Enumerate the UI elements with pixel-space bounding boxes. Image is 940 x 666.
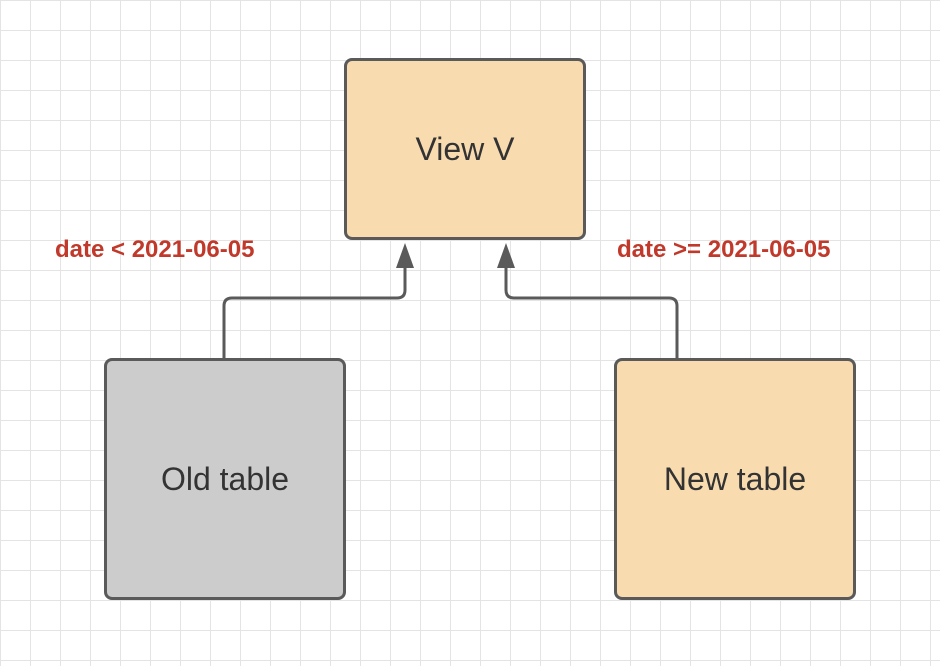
arrowhead-old-to-view — [396, 243, 414, 268]
new-table-node-label: New table — [663, 460, 807, 497]
view-node: View V — [344, 58, 586, 240]
arrowhead-new-to-view — [497, 243, 515, 268]
old-table-node-label: Old table — [160, 460, 290, 497]
edge-new-to-view — [504, 266, 679, 358]
view-node-label: View V — [415, 130, 515, 167]
new-table-node: New table — [614, 358, 856, 600]
edge-label-new: date >= 2021-06-05 — [617, 236, 831, 263]
old-table-node: Old table — [104, 358, 346, 600]
edge-old-to-view — [222, 266, 407, 358]
edge-label-old: date < 2021-06-05 — [55, 236, 255, 263]
